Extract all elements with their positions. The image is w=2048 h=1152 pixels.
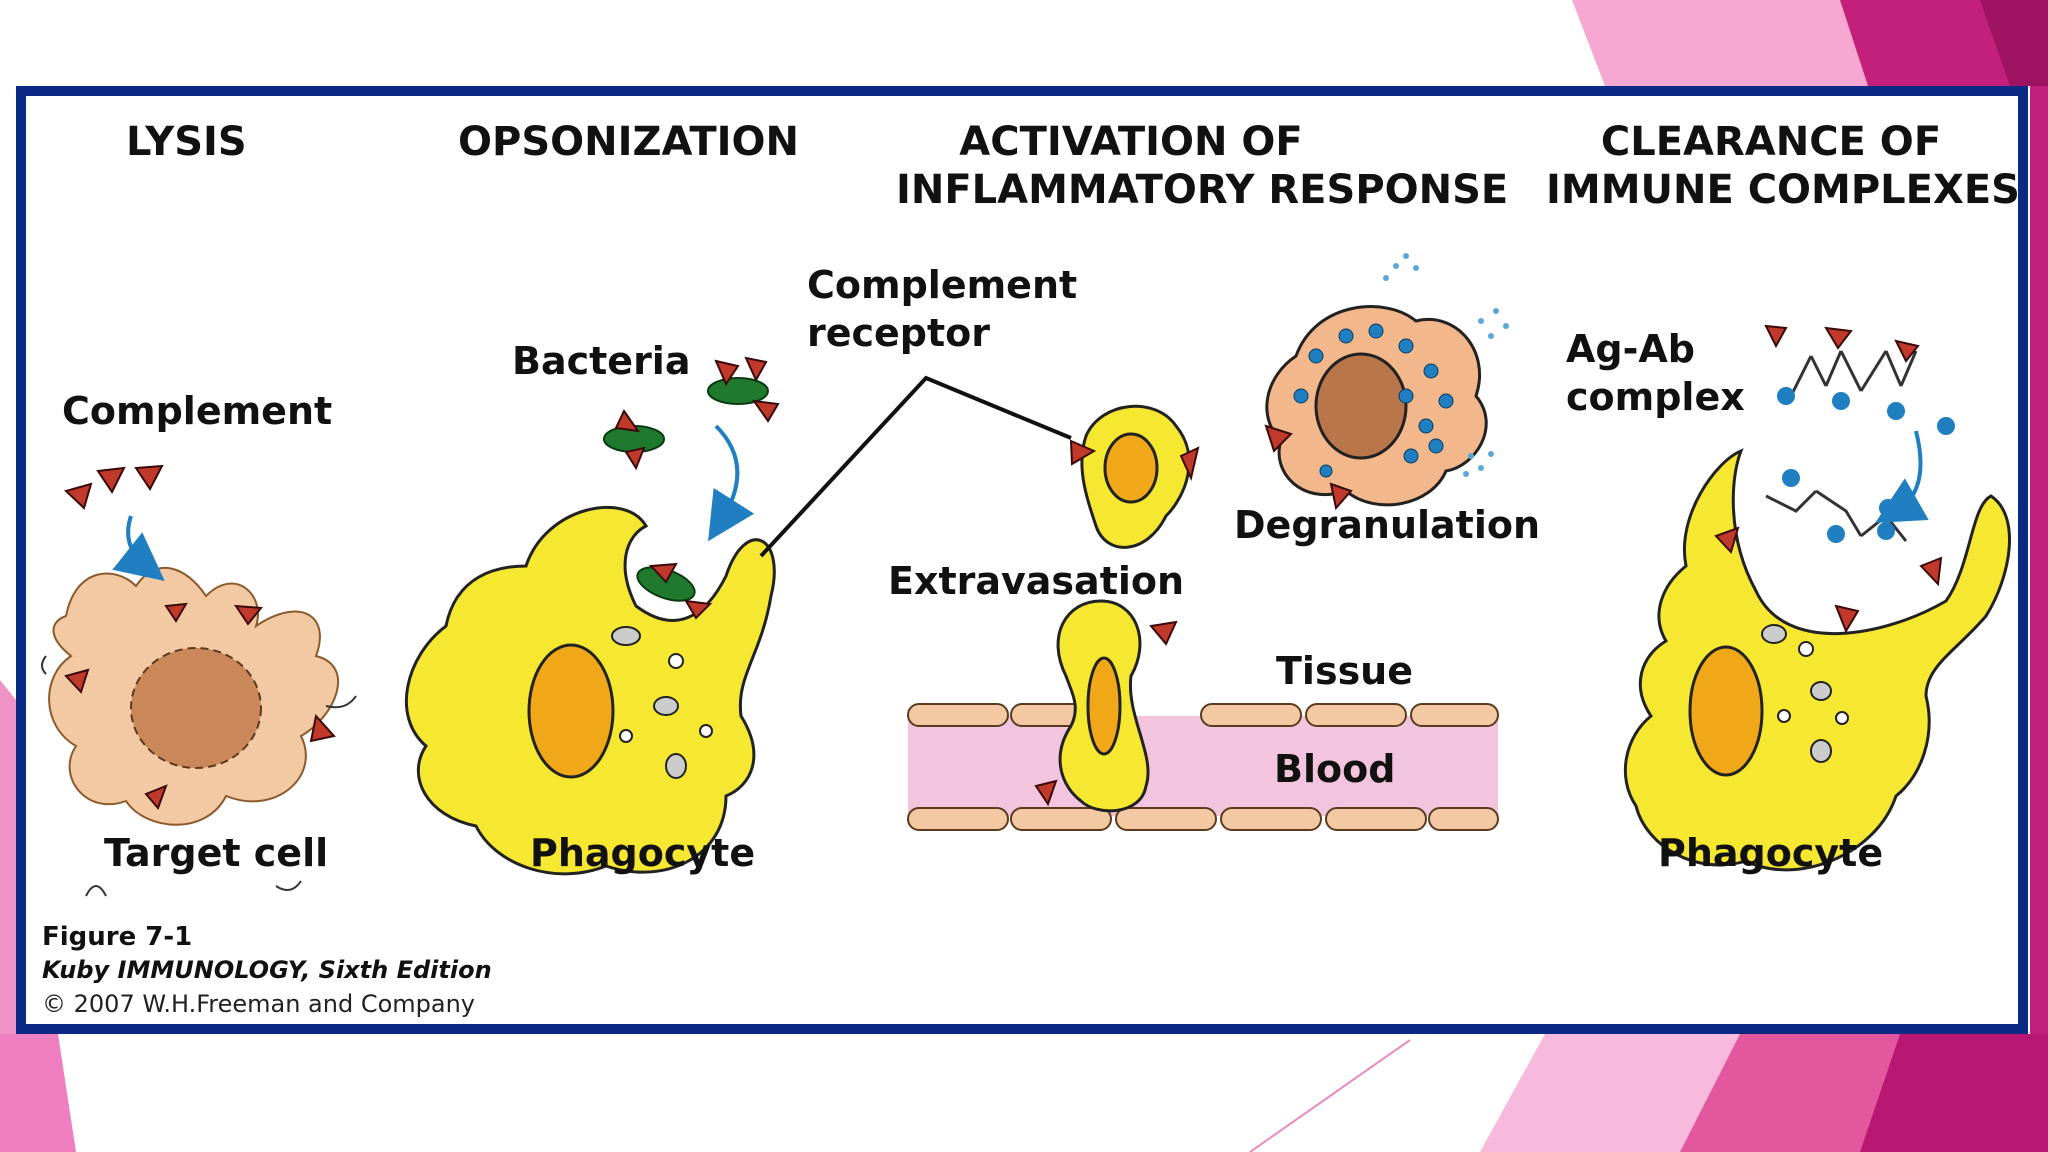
caption-copyright: © 2007 W.H.Freeman and Company <box>42 990 476 1018</box>
bottom-left-pink-shape <box>0 1034 76 1152</box>
label-tissue: Tissue <box>1276 649 1414 693</box>
heading-opsonization: OPSONIZATION <box>458 119 799 165</box>
small-phagocyte <box>1069 404 1200 549</box>
label-ag-ab-line1: Ag-Ab <box>1566 327 1695 371</box>
top-right-deep-shape <box>1980 0 2048 86</box>
label-extravasation: Extravasation <box>888 559 1185 603</box>
label-complement-receptor-line2: receptor <box>807 311 991 355</box>
figure-illustration <box>41 253 2011 897</box>
vessel-lumen <box>908 716 1498 816</box>
complement-triangle <box>164 602 188 623</box>
label-degranulation: Degranulation <box>1234 503 1541 547</box>
lysis-target-cell <box>41 567 357 897</box>
heading-clearance-line2: IMMUNE COMPLEXES <box>1546 167 2020 213</box>
label-target-cell: Target cell <box>104 831 329 875</box>
label-complement-receptor-line1: Complement <box>807 263 1078 307</box>
degranulating-cell <box>1264 253 1509 511</box>
blood-vessel <box>907 599 1499 831</box>
caption-figure-number: Figure 7-1 <box>42 922 193 952</box>
heading-lysis: LYSIS <box>126 119 247 165</box>
complement-triangle <box>64 668 90 694</box>
opsonization-phagocyte <box>404 505 776 876</box>
label-ag-ab-line2: complex <box>1566 375 1745 419</box>
immune-complex <box>1764 324 1955 543</box>
free-bacteria <box>603 356 780 542</box>
label-phagocyte-left: Phagocyte <box>530 831 756 875</box>
complement-triangle <box>234 604 263 626</box>
heading-activation-line1: ACTIVATION OF <box>959 119 1303 165</box>
label-bacteria: Bacteria <box>512 339 691 383</box>
right-edge-shape <box>2030 86 2048 1034</box>
bottom-right-magenta-shape <box>1860 1034 2048 1152</box>
clearance-phagocyte <box>1623 448 2011 872</box>
free-complement <box>64 464 165 582</box>
bottom-thin-line <box>1249 1039 1411 1152</box>
complement-triangle <box>309 713 336 743</box>
heading-activation-line2: INFLAMMATORY RESPONSE <box>896 167 1509 213</box>
top-right-pink-shape <box>1572 0 1875 86</box>
label-phagocyte-right: Phagocyte <box>1658 831 1884 875</box>
complement-functions-figure: LYSIS OPSONIZATION ACTIVATION OF INFLAMM… <box>16 86 2028 1034</box>
complement-receptor-pointer <box>759 375 1072 558</box>
left-edge-shape <box>0 680 16 1034</box>
target-cell-nucleus <box>130 647 262 769</box>
complement-triangle <box>144 784 168 810</box>
label-complement: Complement <box>62 389 333 433</box>
caption-book: Kuby IMMUNOLOGY, Sixth Edition <box>42 956 492 984</box>
phagocyte-nucleus <box>527 643 615 779</box>
heading-clearance-line1: CLEARANCE OF <box>1600 119 1942 165</box>
label-blood: Blood <box>1274 747 1396 791</box>
